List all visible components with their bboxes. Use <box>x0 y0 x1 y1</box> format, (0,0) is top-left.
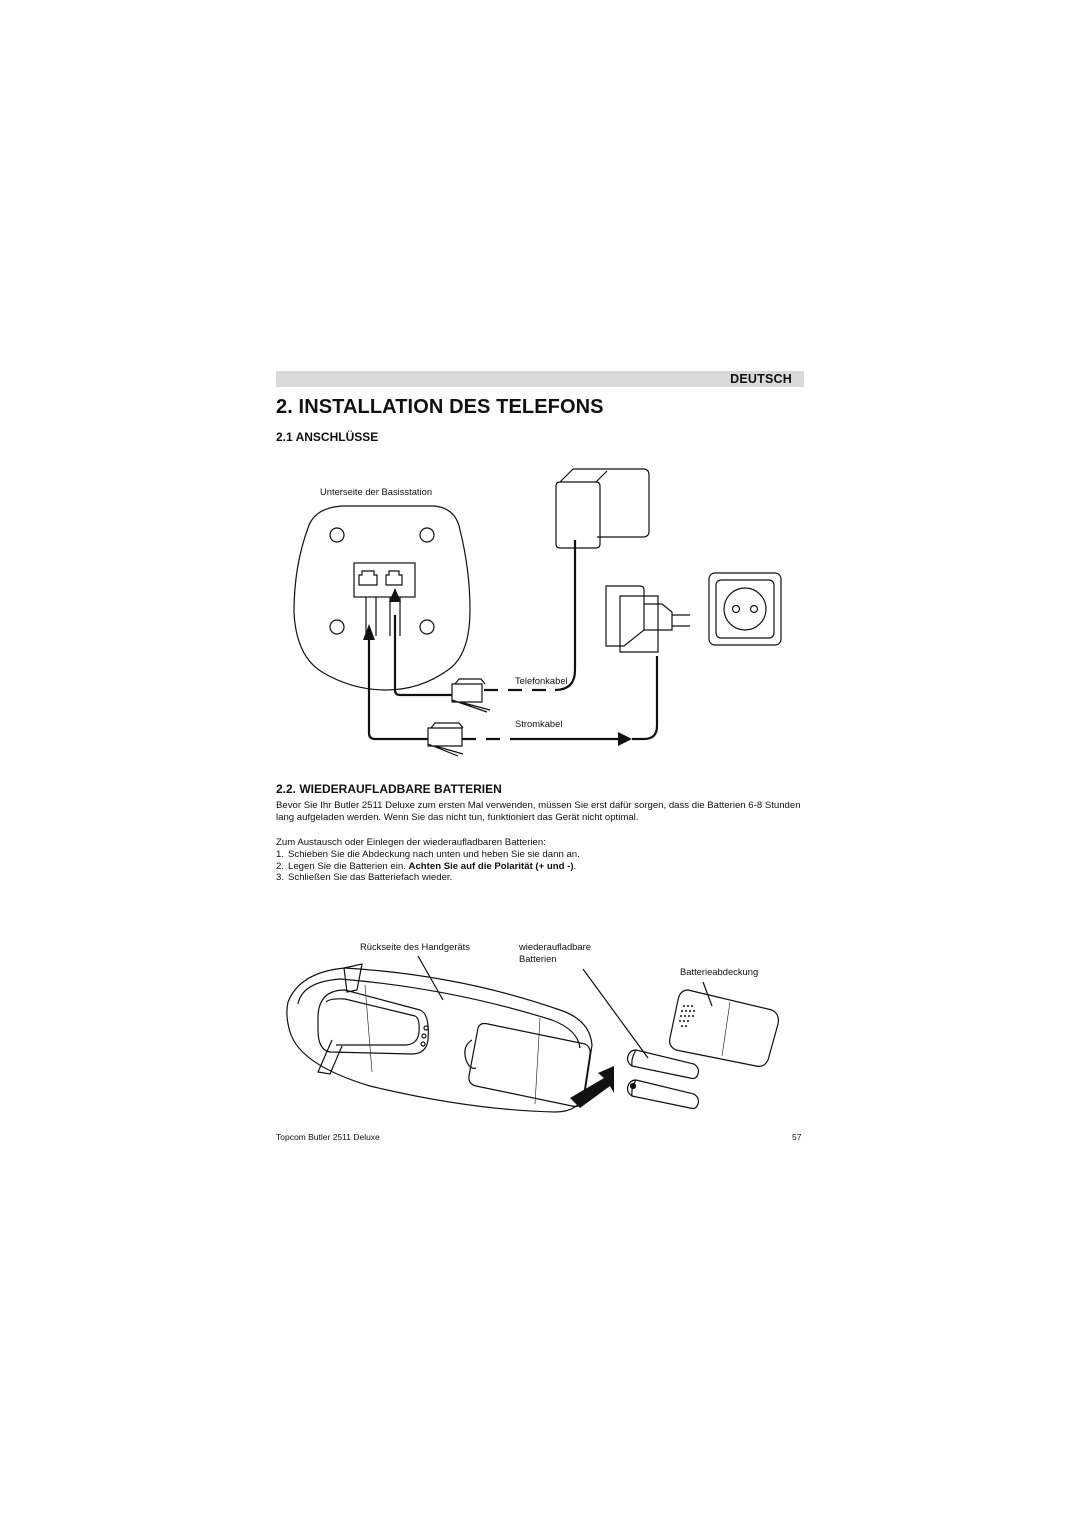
base-foot-top-right <box>419 527 435 543</box>
base-foot-bottom-right <box>419 619 435 635</box>
battery-top <box>626 1049 700 1080</box>
batteries-intro: Bevor Sie Ihr Butler 2511 Deluxe zum ers… <box>276 800 801 823</box>
handset-body <box>286 967 593 1113</box>
belt-clip <box>317 963 429 1075</box>
base-station-outline <box>293 505 471 691</box>
base-foot-bottom-left <box>329 619 345 635</box>
power-supply-unit <box>555 468 650 549</box>
phone-cable-line <box>393 615 452 697</box>
cover-grip-texture <box>679 1005 695 1027</box>
battery-cover <box>669 989 779 1067</box>
wall-socket-inner <box>715 579 775 639</box>
socket-panel <box>353 562 416 598</box>
language-bar: DEUTSCH <box>276 371 804 387</box>
power-cable-from-plug <box>632 656 659 741</box>
footer-product: Topcom Butler 2511 Deluxe <box>276 1132 380 1142</box>
phone-cable-to-adapter <box>554 540 577 692</box>
label-phone-cable: Telefonkabel <box>515 675 568 686</box>
battery-bottom <box>626 1079 700 1110</box>
phone-plug-connector <box>451 678 491 713</box>
polarity-warning: Achten Sie auf die Polarität (+ und -) <box>408 860 574 872</box>
steps-list: 1. Schieben Sie die Abdeckung nach unten… <box>276 849 580 884</box>
step-item: 3. Schließen Sie das Batteriefach wieder… <box>276 872 453 884</box>
chapter-title: 2. INSTALLATION DES TELEFONS <box>276 396 604 418</box>
power-cable-arrow <box>363 624 375 640</box>
steps-intro: Zum Austausch oder Einlegen der wiederau… <box>276 837 546 848</box>
section-title-batteries: 2.2. WIEDERAUFLADBARE BATTERIEN <box>276 782 502 796</box>
phone-socket-icon <box>358 570 378 586</box>
section-title-connections: 2.1 ANSCHLÜSSE <box>276 430 379 444</box>
label-power-cable: Stromkabel <box>515 718 563 729</box>
wall-socket-outer <box>708 572 782 646</box>
label-batteries-line1: wiederaufladbare <box>519 941 591 952</box>
label-handset-back: Rückseite des Handgeräts <box>360 941 470 952</box>
insert-arrow <box>570 1066 614 1108</box>
language-label: DEUTSCH <box>730 372 792 386</box>
base-foot-top-left <box>329 527 345 543</box>
battery-compartment <box>468 1022 591 1107</box>
label-batteries-line2: Batterien <box>519 953 557 964</box>
step-item: 1. Schieben Sie die Abdeckung nach unten… <box>276 849 580 860</box>
power-cable-line <box>367 628 428 741</box>
wall-adapter <box>605 585 690 653</box>
power-plug-connector <box>427 722 464 757</box>
label-battery-cover: Batterieabdeckung <box>680 966 759 977</box>
wall-socket-face <box>723 587 767 631</box>
step-item: 2. Legen Sie die Batterien ein. Achten S… <box>276 860 577 872</box>
power-plug-arrow <box>618 732 632 746</box>
footer-page-number: 57 <box>792 1132 802 1142</box>
label-base-bottom: Unterseite der Basisstation <box>320 486 433 497</box>
phone-cable-arrow <box>389 588 401 602</box>
power-socket-icon <box>385 570 403 586</box>
